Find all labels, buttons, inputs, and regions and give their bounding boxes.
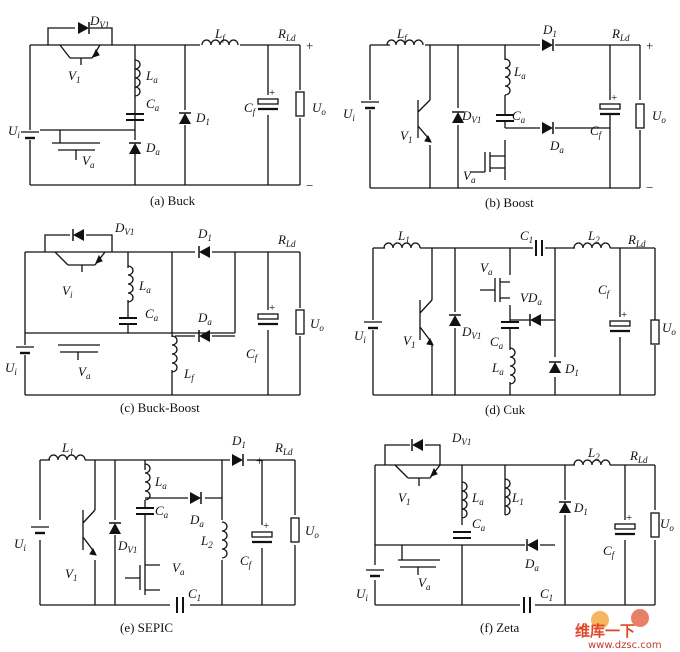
- zeta-ui-label: Ui: [356, 586, 368, 603]
- buck-da-label: Da: [145, 140, 160, 157]
- watermark-logo: [591, 609, 649, 629]
- cuk-ui-label: Ui: [354, 328, 366, 345]
- boost-uo-label: Uo: [652, 108, 666, 125]
- zeta-ca-label: Ca: [472, 516, 486, 533]
- sepic-da-label: Da: [189, 512, 204, 529]
- buck-va-label: Va: [82, 153, 95, 170]
- sepic-ui-label: Ui: [14, 536, 26, 553]
- buck-la-label: La: [145, 68, 158, 85]
- boost-ui-label: Ui: [343, 106, 355, 123]
- cuk-dv1-label: DV1: [461, 324, 481, 341]
- sepic-plus-label: +: [256, 453, 263, 468]
- buckboost-caption: (c) Buck-Boost: [120, 400, 200, 415]
- buckboost-da-label: Da: [197, 310, 212, 327]
- boost-v1-label: V1: [400, 128, 412, 145]
- buckboost-la-label: La: [138, 278, 151, 295]
- sepic-caption: (e) SEPIC: [120, 620, 173, 635]
- buckboost-cf-label: Cf: [246, 346, 259, 363]
- buckboost-ca-label: Ca: [145, 306, 159, 323]
- buck-lf-label: Lf: [214, 26, 226, 43]
- panel-sepic: [29, 453, 300, 614]
- boost-lf-label: Lf: [396, 26, 408, 43]
- buck-ui-label: Ui: [8, 123, 20, 140]
- buck-caption: (a) Buck: [150, 193, 196, 208]
- cuk-c1-label: C1: [520, 228, 533, 245]
- buckboost-uo-label: Uo: [310, 316, 324, 333]
- buckboost-lf-label: Lf: [183, 366, 195, 383]
- buckboost-ui-label: Ui: [5, 360, 17, 377]
- cuk-vda-label: VDa: [520, 290, 542, 307]
- boost-rld-label: RLd: [611, 26, 630, 43]
- cuk-va-label: Va: [480, 260, 493, 277]
- buck-minus-label: −: [306, 178, 313, 193]
- zeta-c1-label: C1: [540, 586, 553, 603]
- buckboost-va-label: Va: [78, 364, 91, 381]
- zeta-l1-label: L1: [511, 490, 524, 507]
- panel-cuk: [362, 239, 660, 396]
- cuk-d1-label: D1: [564, 361, 579, 378]
- buckboost-v1-label: Vi: [62, 283, 73, 300]
- sepic-uo-label: Uo: [305, 523, 319, 540]
- cuk-rld-label: RLd: [627, 232, 646, 249]
- cuk-la-label: La: [491, 360, 504, 377]
- watermark-text: 维库一下: [575, 622, 635, 640]
- boost-caption: (b) Boost: [485, 195, 534, 210]
- zeta-rld-label: RLd: [629, 448, 648, 465]
- boost-va-label: Va: [463, 168, 476, 185]
- boost-cf-label: Cf: [590, 123, 603, 140]
- boost-ca-label: Ca: [512, 108, 526, 125]
- zeta-uo-label: Uo: [660, 516, 674, 533]
- boost-minus-label: −: [646, 180, 653, 195]
- buckboost-rld-label: RLd: [277, 232, 296, 249]
- zeta-cf-label: Cf: [603, 543, 616, 560]
- cuk-caption: (d) Cuk: [485, 402, 526, 417]
- sepic-rld-label: RLd: [274, 440, 293, 457]
- watermark-url: www.dzsc.com: [588, 640, 662, 651]
- cuk-uo-label: Uo: [662, 320, 676, 337]
- zeta-d1-label: D1: [573, 500, 588, 517]
- boost-da-label: Da: [549, 138, 564, 155]
- panel-boost: [359, 38, 645, 189]
- sepic-cf-label: Cf: [240, 553, 253, 570]
- sepic-l2-label: L2: [200, 533, 213, 550]
- buck-dv1-label: DV1: [89, 13, 109, 30]
- sepic-la-label: La: [154, 474, 167, 491]
- buckboost-d1-label: D1: [197, 226, 212, 243]
- zeta-da-label: Da: [524, 556, 539, 573]
- zeta-dv1-label: DV1: [451, 430, 471, 447]
- boost-plus-label: +: [646, 38, 653, 53]
- sepic-l1-label: L1: [61, 440, 74, 457]
- sepic-d1-label: D1: [231, 433, 246, 450]
- buck-v1-label: V1: [68, 68, 80, 85]
- boost-dv1-label: DV1: [461, 108, 481, 125]
- cuk-l2-label: L2: [587, 228, 600, 245]
- boost-d1-label: D1: [542, 22, 557, 39]
- buck-cf-label: Cf: [244, 100, 257, 117]
- zeta-la-label: La: [471, 490, 484, 507]
- zeta-v1-label: V1: [398, 490, 410, 507]
- sepic-v1-label: V1: [65, 566, 77, 583]
- cuk-v1-label: V1: [403, 333, 415, 350]
- cuk-ca-label: Ca: [490, 334, 504, 351]
- buckboost-dv1-label: DV1: [114, 220, 134, 237]
- zeta-l2-label: L2: [587, 445, 600, 462]
- cuk-l1-label: L1: [397, 228, 410, 245]
- sepic-va-label: Va: [172, 560, 185, 577]
- buck-ca-label: Ca: [146, 96, 160, 113]
- sepic-c1-label: C1: [188, 586, 201, 603]
- panel-buck: [19, 21, 305, 186]
- sepic-ca-label: Ca: [155, 503, 169, 520]
- buck-d1-label: D1: [195, 110, 210, 127]
- zeta-va-label: Va: [418, 575, 431, 592]
- zeta-caption: (f) Zeta: [480, 620, 520, 635]
- cuk-cf-label: Cf: [598, 282, 611, 299]
- buck-uo-label: Uo: [312, 100, 326, 117]
- sepic-dv1-label: DV1: [117, 538, 137, 555]
- buck-rld-label: RLd: [277, 26, 296, 43]
- boost-la-label: La: [513, 64, 526, 81]
- buck-plus-label: +: [306, 38, 313, 53]
- panel-zeta: [364, 438, 660, 614]
- panel-buckboost: [14, 228, 305, 396]
